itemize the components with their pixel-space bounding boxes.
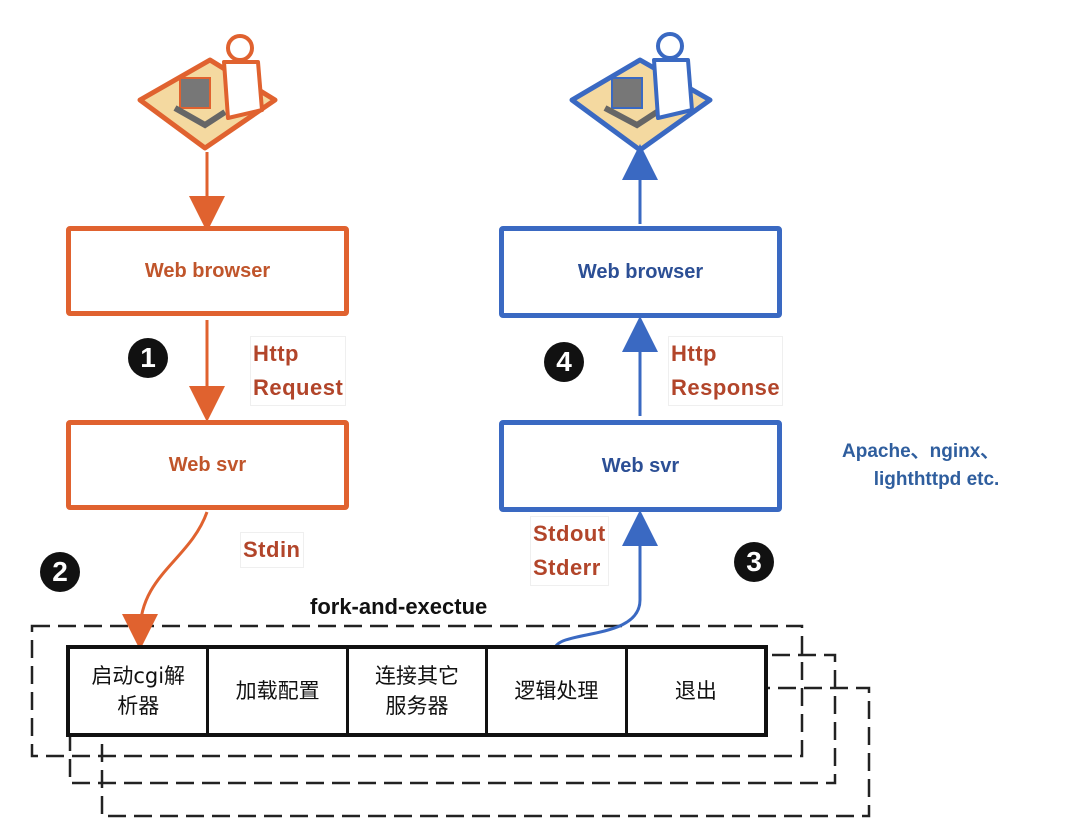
process-step-3-line2: 服务器 xyxy=(385,694,449,718)
process-step-1-line2: 析器 xyxy=(117,694,160,718)
right-web-browser-box: Web browser xyxy=(499,226,782,318)
http-response-label: Http Response xyxy=(668,336,784,406)
web-servers-note-line2: lighthttpd etc. xyxy=(873,469,1000,490)
process-step-logic: 逻辑处理 xyxy=(488,649,628,733)
http-request-line1: Http xyxy=(253,341,299,366)
right-web-svr-box: Web svr xyxy=(499,420,782,512)
web-servers-note-line1: Apache、nginx、 xyxy=(842,441,1000,462)
arrow-cgi-to-svr xyxy=(553,510,658,649)
process-step-3-line1: 连接其它 xyxy=(375,664,460,688)
http-response-line1: Http xyxy=(671,341,717,366)
step-2-badge: 2 xyxy=(40,552,80,592)
arrow-svr-to-cgi xyxy=(122,511,209,650)
http-request-line2: Request xyxy=(253,375,344,400)
process-step-1-line1: 启动cgi解 xyxy=(91,664,186,688)
step-4-badge: 4 xyxy=(544,342,584,382)
process-step-5-line1: 退出 xyxy=(674,679,717,703)
process-step-load-config: 加载配置 xyxy=(209,649,349,733)
cgi-process-steps: 启动cgi解 析器 加载配置 连接其它 服务器 逻辑处理 退出 xyxy=(66,645,768,737)
web-servers-note: Apache、nginx、 lighthttpd etc. xyxy=(842,438,999,494)
step-3-badge: 3 xyxy=(734,542,774,582)
process-step-exit: 退出 xyxy=(628,649,764,733)
left-web-browser-box: Web browser xyxy=(66,226,349,316)
stdin-label: Stdin xyxy=(240,532,304,568)
http-request-label: Http Request xyxy=(250,336,347,406)
process-step-start-cgi-parser: 启动cgi解 析器 xyxy=(70,649,210,733)
step-1-badge: 1 xyxy=(128,338,168,378)
right-user-at-computer-icon xyxy=(569,32,713,153)
right-web-svr-label: Web svr xyxy=(601,454,680,477)
stdout-stderr-label: Stdout Stderr xyxy=(530,516,609,586)
left-user-at-computer-icon xyxy=(137,34,278,151)
process-step-connect-other-servers: 连接其它 服务器 xyxy=(349,649,489,733)
fork-and-execute-title: fork-and-exectue xyxy=(310,594,488,619)
left-web-svr-box: Web svr xyxy=(66,420,349,510)
process-step-4-line1: 逻辑处理 xyxy=(514,679,599,703)
process-frame-3 xyxy=(100,686,871,818)
left-web-browser-label: Web browser xyxy=(144,259,271,282)
process-step-2-line1: 加载配置 xyxy=(235,679,320,703)
left-web-svr-label: Web svr xyxy=(168,453,247,476)
process-frame-1 xyxy=(30,624,804,758)
stderr-line: Stderr xyxy=(533,555,601,580)
http-response-line2: Response xyxy=(671,375,781,400)
stdout-line: Stdout xyxy=(533,521,606,546)
right-web-browser-label: Web browser xyxy=(577,260,704,283)
